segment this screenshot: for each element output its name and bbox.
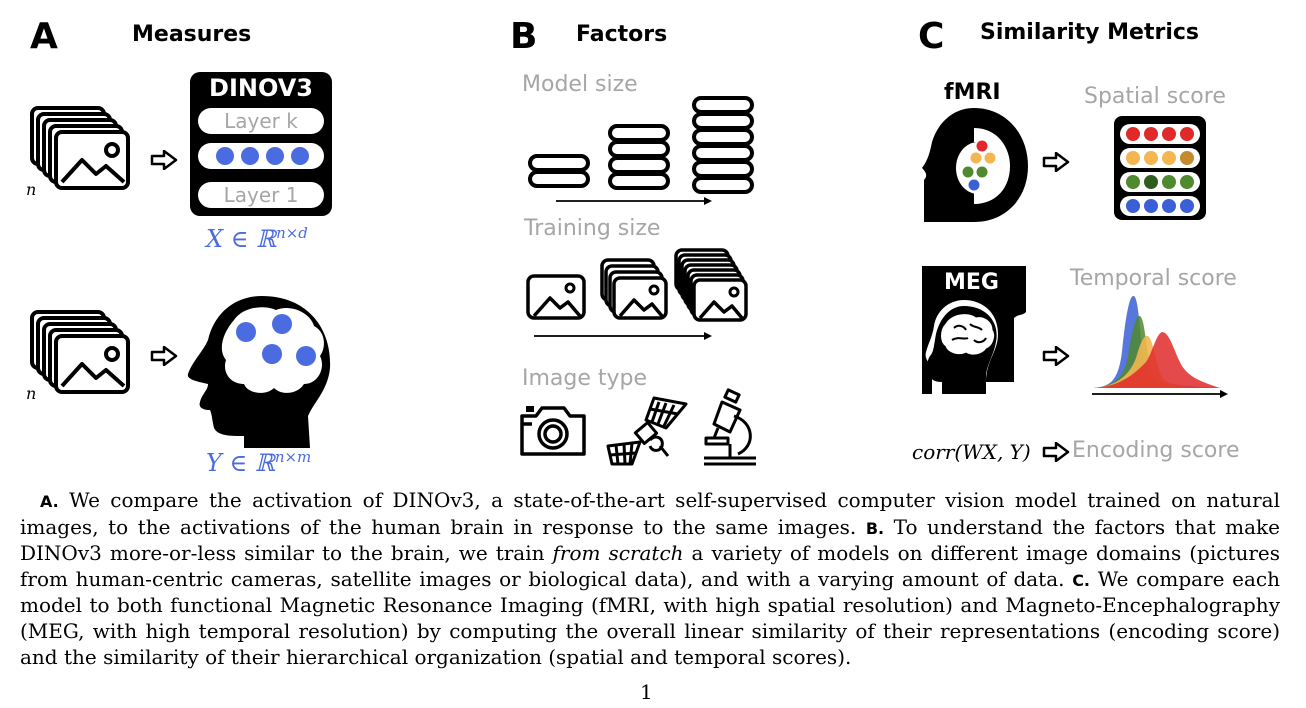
training-size-icon	[526, 248, 748, 340]
panel-a-title: Measures	[132, 22, 252, 47]
caption-text-b2: a variety of models on different image d…	[20, 541, 1281, 591]
panel-c-title: Similarity Metrics	[980, 20, 1200, 45]
camera-icon	[520, 406, 586, 456]
encoding-score-label: Encoding score	[1072, 438, 1240, 463]
y-formula: Y ∈ ℝn×m	[206, 448, 312, 477]
caption-text-b1: To understand the factors that make DINO…	[20, 514, 1281, 566]
temporal-score-curves-icon	[1092, 295, 1228, 398]
layer-k-label: Layer k	[198, 108, 324, 134]
fmri-label: fMRI	[944, 80, 1001, 105]
layer-1-label: Layer 1	[198, 182, 324, 208]
meg-label: MEG	[944, 270, 999, 295]
meg-scanner-head-icon	[922, 266, 1026, 394]
activation-layer	[198, 143, 324, 169]
dinov3-label: DINOV3	[209, 74, 313, 102]
model-size-label: Model size	[522, 72, 638, 97]
panel-b-letter: B	[510, 16, 538, 57]
caption-text-a: We compare the activation of DINOv3, a s…	[20, 488, 1280, 539]
caption-text-b-emphasis: from scratch	[552, 541, 684, 566]
panel-a-letter: A	[30, 16, 58, 57]
caption-tag-c: C.	[1072, 570, 1091, 590]
fmri-scanner-head-icon	[922, 108, 1028, 222]
spatial-score-matrix-icon	[1114, 116, 1206, 220]
panel-b-title: Factors	[576, 22, 668, 47]
spatial-score-label: Spatial score	[1084, 84, 1226, 109]
microscope-icon	[704, 388, 756, 466]
n-label: n	[26, 384, 37, 403]
dinov3-model-box: DINOV3 Layer k Layer 1	[190, 72, 332, 216]
page-number: 1	[640, 680, 653, 704]
n-label: n	[26, 180, 37, 199]
arrow-right-icon	[150, 150, 178, 170]
image-stack-icon	[30, 310, 130, 394]
corr-formula: corr(WX, Y)	[912, 440, 1031, 464]
caption-tag-b: B.	[865, 518, 885, 538]
caption-tag-a: A.	[40, 492, 59, 511]
arrow-right-icon	[1042, 442, 1070, 462]
image-stack-icon	[30, 106, 130, 190]
human-head-brain-icon	[187, 296, 331, 448]
x-formula: X ∈ ℝn×d	[206, 224, 308, 253]
satellite-icon	[606, 396, 688, 466]
model-size-icon	[528, 96, 754, 205]
image-type-label: Image type	[522, 366, 648, 391]
figure-caption: A. We compare the activation of DINOv3, …	[20, 488, 1280, 670]
temporal-score-label: Temporal score	[1070, 266, 1237, 291]
arrow-right-icon	[1042, 346, 1070, 366]
caption-text-c: We compare each model to both functional…	[20, 566, 1281, 669]
panel-c-letter: C	[918, 16, 945, 57]
training-size-label: Training size	[524, 216, 661, 241]
arrow-right-icon	[1042, 152, 1070, 172]
arrow-right-icon	[150, 346, 178, 366]
